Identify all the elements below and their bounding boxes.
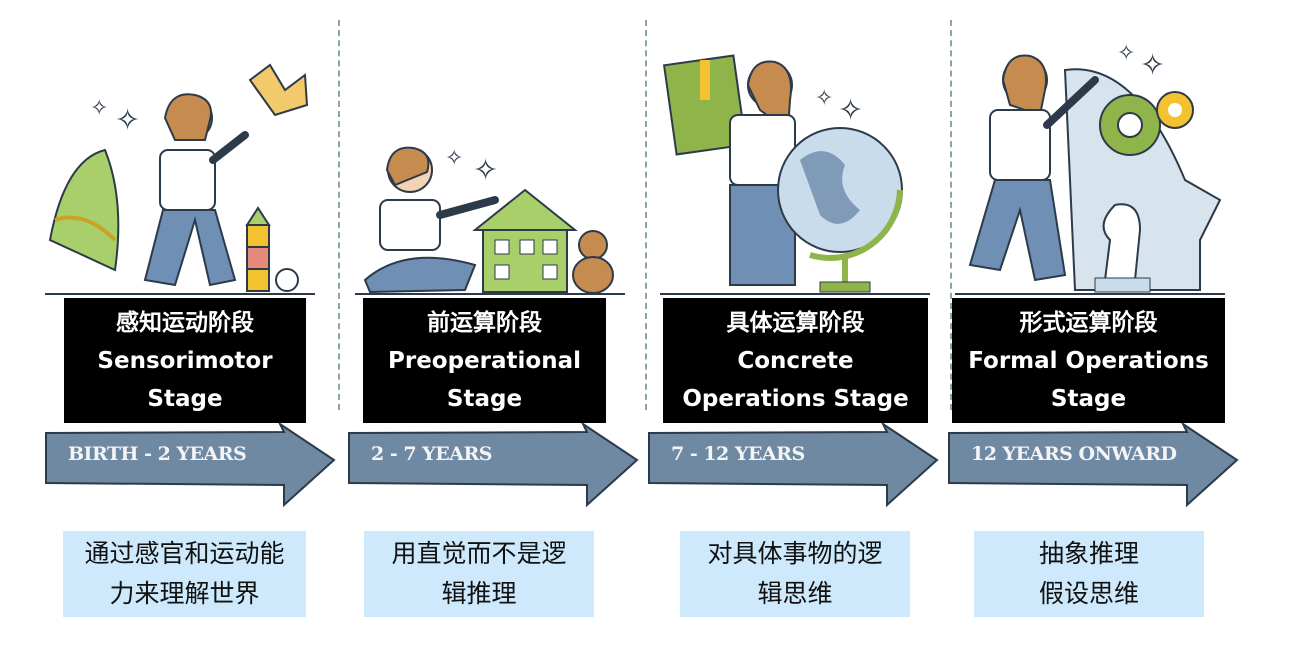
svg-text:✧: ✧ xyxy=(815,86,833,111)
stage-title-formal-operations: 形式运算阶段 Formal Operations Stage xyxy=(952,298,1225,423)
svg-text:✧: ✧ xyxy=(1117,41,1135,66)
description-line: 辑思维 xyxy=(757,579,833,608)
stage-divider xyxy=(645,20,647,410)
stage-description: 用直觉而不是逻 辑推理 xyxy=(364,531,594,617)
arrow-shape xyxy=(45,421,336,508)
svg-text:✧: ✧ xyxy=(90,96,108,121)
stage-title-concrete-operations: 具体运算阶段 Concrete Operations Stage xyxy=(663,298,928,423)
stage-title-en: Formal Operations xyxy=(968,348,1209,374)
arrow-shape xyxy=(648,421,939,508)
sensorimotor-illustration: ✧✧ xyxy=(45,63,315,295)
description-line: 力来理解世界 xyxy=(109,579,260,608)
formal-operations-illustration: ✧✧ xyxy=(955,41,1225,295)
description-line: 抽象推理 xyxy=(1038,539,1139,568)
stage-title-en: Preoperational xyxy=(388,348,581,374)
stage-title-preoperational: 前运算阶段 Preoperational Stage xyxy=(363,298,606,423)
age-range-label: 2 - 7 YEARS xyxy=(371,443,492,465)
stage-title-en: Concrete xyxy=(737,348,854,374)
stage-title-sensorimotor: 感知运动阶段 Sensorimotor Stage xyxy=(64,298,306,423)
description-line: 辑推理 xyxy=(441,579,517,608)
stage-title-zh: 具体运算阶段 xyxy=(726,310,865,336)
concrete-operations-illustration: ✧✧ xyxy=(660,54,930,295)
svg-text:✧: ✧ xyxy=(1140,48,1165,83)
stage-title-en: Stage xyxy=(1050,386,1127,412)
age-range-label: 12 YEARS ONWARD xyxy=(971,443,1177,465)
stage-title-zh: 感知运动阶段 xyxy=(116,310,254,336)
stage-title-en: Stage xyxy=(446,386,523,412)
age-arrow-preoperational: 2 - 7 YEARS xyxy=(347,421,639,508)
description-line: 假设思维 xyxy=(1038,579,1139,608)
age-arrow-sensorimotor: BIRTH - 2 YEARS xyxy=(44,421,336,508)
description-line: 对具体事物的逻 xyxy=(707,539,883,568)
age-range-label: 7 - 12 YEARS xyxy=(671,443,805,465)
stage-divider xyxy=(950,20,952,410)
description-line: 通过感官和运动能 xyxy=(84,539,285,568)
stage-title-zh: 形式运算阶段 xyxy=(1019,310,1158,336)
stage-divider xyxy=(338,20,340,410)
description-line: 用直觉而不是逻 xyxy=(391,539,567,568)
arrow-shape xyxy=(948,421,1239,508)
stage-title-en: Operations Stage xyxy=(682,386,909,412)
stage-title-en: Stage xyxy=(147,386,223,412)
stage-description: 抽象推理 假设思维 xyxy=(974,531,1204,617)
age-range-label: BIRTH - 2 YEARS xyxy=(68,443,247,465)
svg-text:✧: ✧ xyxy=(473,153,498,188)
age-arrow-formal-operations: 12 YEARS ONWARD xyxy=(947,421,1239,508)
preoperational-illustration: ✧✧ xyxy=(355,146,625,295)
svg-text:✧: ✧ xyxy=(115,103,140,138)
stage-title-en: Sensorimotor xyxy=(97,348,273,374)
stage-description: 对具体事物的逻 辑思维 xyxy=(680,531,910,617)
age-arrow-concrete-operations: 7 - 12 YEARS xyxy=(647,421,939,508)
arrow-shape xyxy=(348,421,639,508)
stage-description: 通过感官和运动能 力来理解世界 xyxy=(63,531,306,617)
stage-title-zh: 前运算阶段 xyxy=(427,310,542,336)
svg-text:✧: ✧ xyxy=(445,146,463,171)
svg-text:✧: ✧ xyxy=(838,93,863,128)
